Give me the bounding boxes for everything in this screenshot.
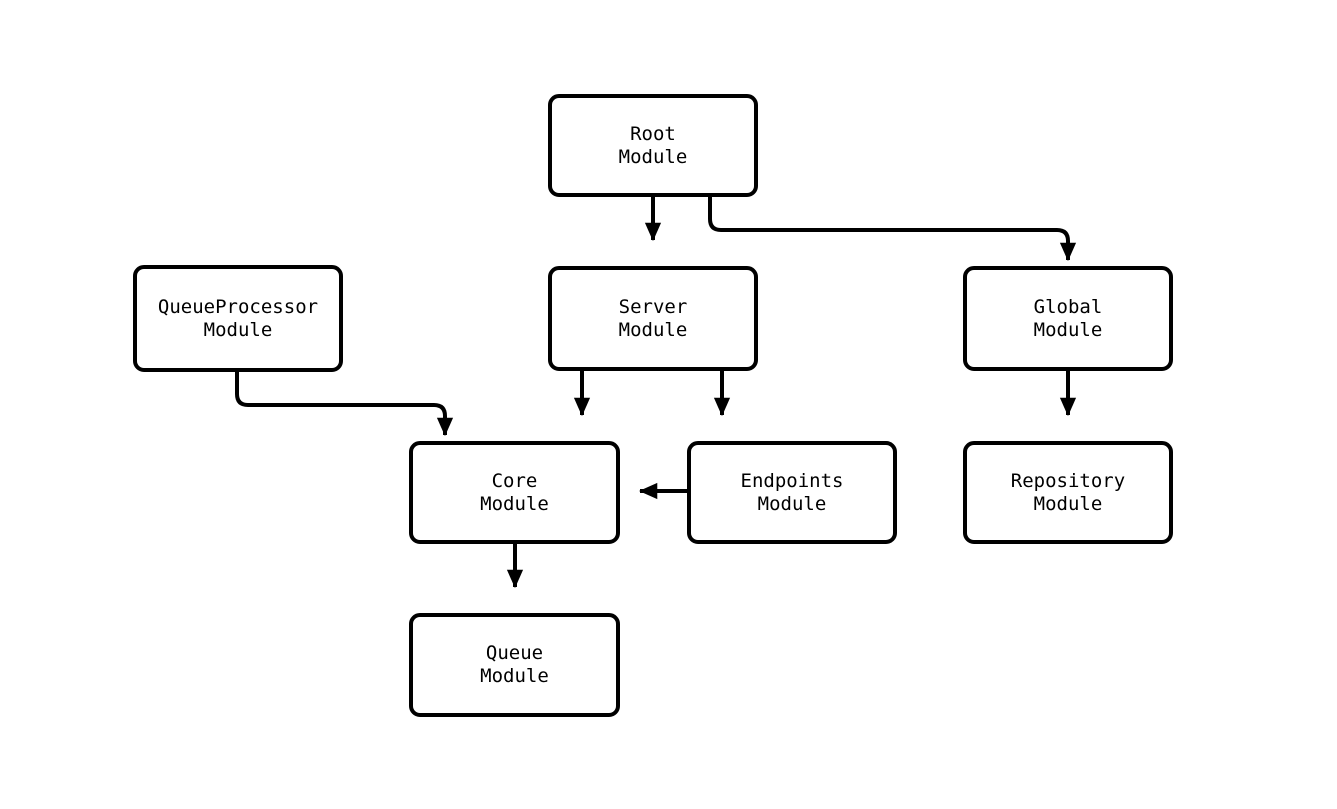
node-server-suffix: Module [618, 318, 688, 341]
node-root-name: Root [630, 122, 676, 145]
node-queue-name: Queue [485, 642, 544, 664]
edge-root-to-global [708, 197, 1077, 262]
node-endpoints-suffix: Module [757, 492, 827, 515]
node-global-suffix: Module [1033, 318, 1103, 341]
node-queueprocessor-name: QueueProcessor [157, 295, 319, 318]
node-endpoints-name: Endpoints [740, 469, 844, 492]
node-repository-name: Repository [1010, 469, 1126, 492]
node-core-name: Core [491, 469, 538, 492]
edge-queueprocessor-to-core [235, 372, 454, 437]
node-queue-suffix: Module [480, 665, 549, 687]
node-core-suffix: Module [480, 492, 549, 515]
node-server-name: Server [618, 295, 688, 318]
node-repository-suffix: Module [1033, 492, 1103, 515]
node-root-suffix: Module [618, 145, 688, 168]
node-global-name: Global [1033, 295, 1103, 318]
node-queueprocessor-suffix: Module [203, 318, 273, 341]
